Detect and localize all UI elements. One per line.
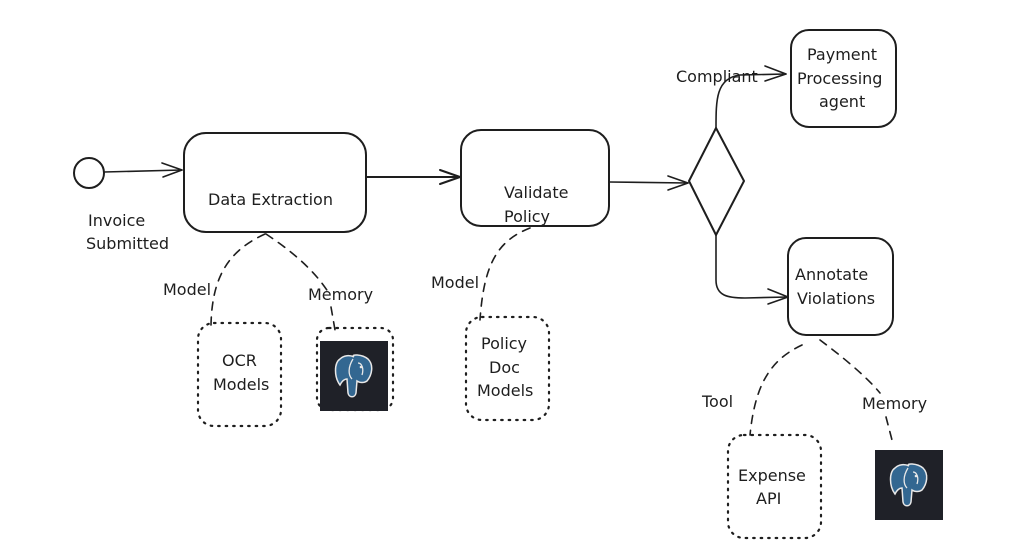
edge-extraction-to-validate xyxy=(365,169,461,185)
node-annotate-label-line1: Annotate xyxy=(795,265,868,284)
edge-annotate-memory-label: Memory xyxy=(862,394,927,413)
resource-ocr-label-line2: Models xyxy=(213,375,269,394)
resource-policy-label-line1: Policy xyxy=(481,334,527,353)
resource-policy-doc-models[interactable]: Policy Doc Models xyxy=(464,315,551,422)
edge-validate-model xyxy=(479,227,531,321)
node-payment-label-line3: agent xyxy=(819,92,865,111)
node-annotate-violations[interactable]: Annotate Violations xyxy=(787,237,894,336)
edge-compliant-label: Compliant xyxy=(676,67,758,86)
edge-decision-to-annotate xyxy=(715,234,789,305)
edge-extraction-model xyxy=(210,233,266,326)
node-validate-policy-label-line1: Validate xyxy=(504,183,568,202)
node-data-extraction[interactable]: Data Extraction xyxy=(183,132,367,233)
start-label-line1: Invoice xyxy=(88,211,145,230)
node-payment-label-line2: Processing xyxy=(797,69,882,88)
node-annotate-label-line2: Violations xyxy=(797,289,875,308)
node-validate-policy[interactable]: Validate Policy xyxy=(460,129,610,227)
edge-extraction-memory xyxy=(265,233,336,331)
node-validate-policy-label-line2: Policy xyxy=(504,207,550,226)
resource-extraction-memory[interactable] xyxy=(315,326,395,412)
resource-policy-label-line3: Models xyxy=(477,381,533,400)
start-label-line2: Submitted xyxy=(86,234,169,253)
resource-policy-label-line2: Doc xyxy=(489,358,520,377)
node-data-extraction-label: Data Extraction xyxy=(208,190,333,209)
node-payment-processing[interactable]: Payment Processing agent xyxy=(790,29,897,128)
start-node[interactable] xyxy=(73,157,105,189)
edge-compliant xyxy=(715,65,787,129)
resource-annotate-memory[interactable] xyxy=(874,449,944,521)
resource-expense-label-line1: Expense xyxy=(738,466,806,485)
edge-annotate-memory xyxy=(819,339,893,441)
decision-diamond[interactable] xyxy=(688,127,745,236)
resource-expense-api[interactable]: Expense API xyxy=(726,433,823,540)
edge-start-to-extraction xyxy=(103,162,183,178)
edge-validate-to-decision xyxy=(608,175,689,191)
node-payment-label-line1: Payment xyxy=(807,45,877,64)
postgresql-elephant-icon xyxy=(319,340,389,412)
edge-validate-model-label: Model xyxy=(431,273,479,292)
resource-expense-label-line2: API xyxy=(756,489,781,508)
postgresql-elephant-icon xyxy=(874,449,944,521)
resource-ocr-models[interactable]: OCR Models xyxy=(196,321,283,428)
edge-extraction-memory-label: Memory xyxy=(308,285,373,304)
edge-annotate-tool-label: Tool xyxy=(701,392,733,411)
edge-extraction-model-label: Model xyxy=(163,280,211,299)
edge-annotate-tool xyxy=(749,344,803,436)
resource-ocr-label-line1: OCR xyxy=(222,351,257,370)
